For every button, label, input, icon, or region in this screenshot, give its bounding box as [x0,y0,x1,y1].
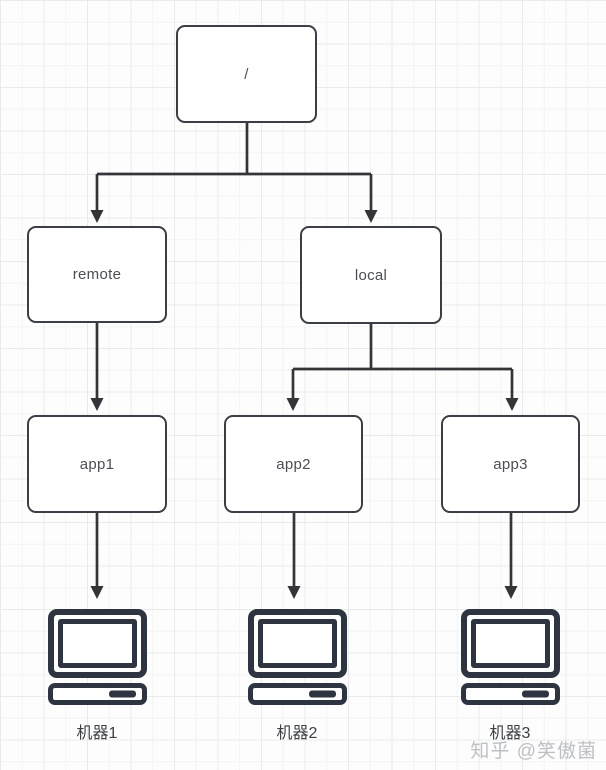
node-root: / [176,25,317,123]
node-app3: app3 [441,415,580,513]
node-remote: remote [27,226,167,323]
computer-base [48,683,147,705]
base-button [522,690,549,698]
base-button [109,690,136,698]
monitor-frame [461,609,560,678]
monitor-screen [258,619,337,668]
zhihu-watermark: 知乎 @笑傲菌 [470,741,597,762]
monitor-frame [248,609,347,678]
machine-label-2: 机器2 [276,725,318,742]
machine-label-1: 机器1 [76,725,118,742]
machine-label-3: 机器3 [489,725,531,742]
monitor-screen [471,619,550,668]
computer-icon-2 [248,609,347,705]
computer-base [461,683,560,705]
computer-icon-3 [461,609,560,705]
node-local: local [300,226,442,324]
monitor-screen [58,619,137,668]
monitor-frame [48,609,147,678]
base-button [309,690,336,698]
computer-icon-1 [48,609,147,705]
node-app1: app1 [27,415,167,513]
computer-base [248,683,347,705]
node-app2: app2 [224,415,363,513]
